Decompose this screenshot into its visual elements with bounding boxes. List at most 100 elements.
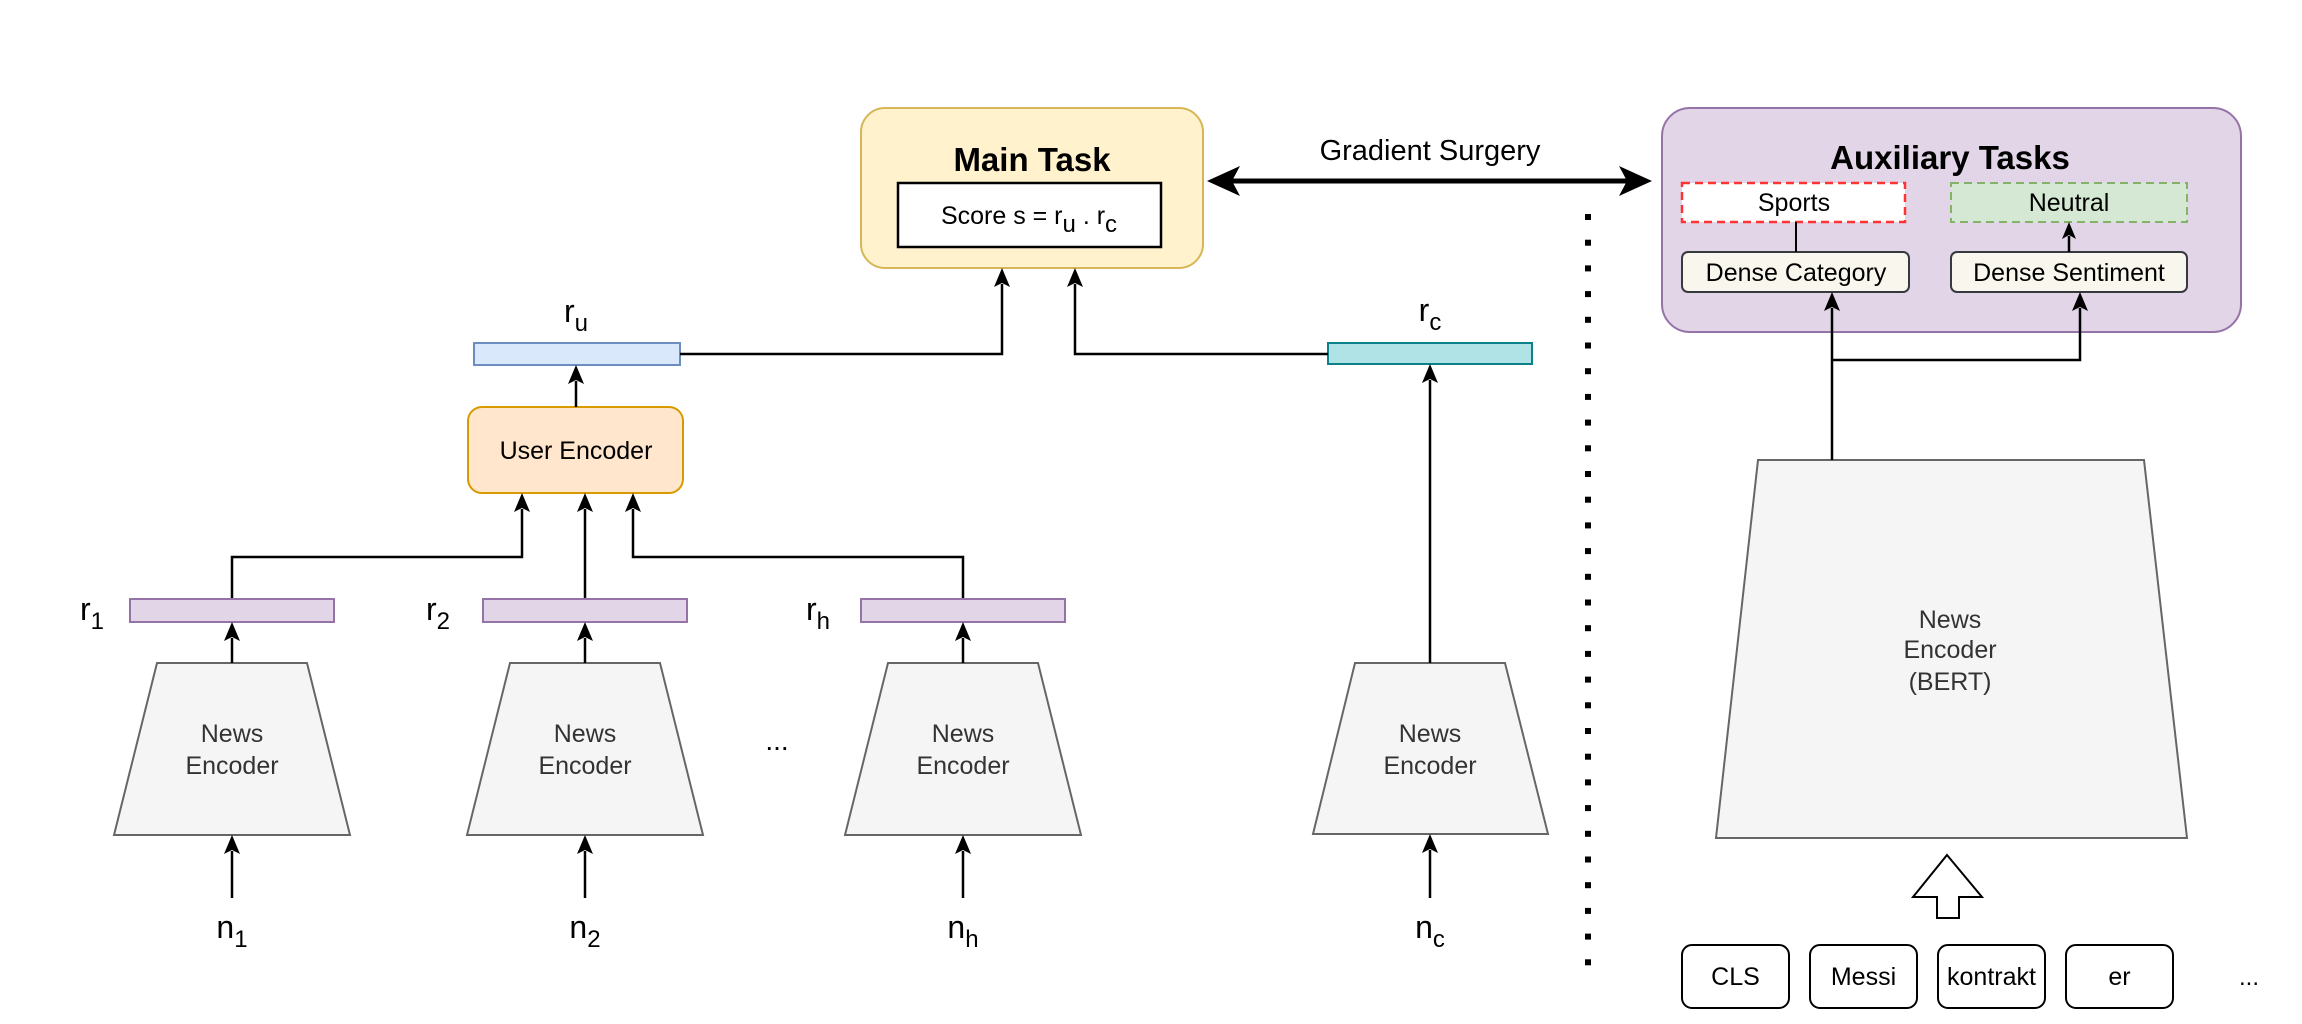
category-output-label: Sports xyxy=(1758,189,1830,217)
token-box: Messi xyxy=(1809,944,1918,1009)
history-ellipsis: ... xyxy=(765,725,788,756)
history-vector-bar xyxy=(482,598,688,623)
encoder-label-line2: Encoder xyxy=(185,752,278,780)
history-input-label: n2 xyxy=(569,909,600,953)
token-label: Messi xyxy=(1831,963,1896,991)
encoder-label-line2: Encoder xyxy=(1383,752,1476,780)
separator-dot xyxy=(1585,882,1591,889)
token-sequence: CLS Messi kontrakt er xyxy=(1681,944,2174,1009)
history-vector-bar xyxy=(860,598,1066,623)
history-vector-label: r1 xyxy=(80,591,104,635)
separator-dot xyxy=(1585,419,1591,426)
encoder-shape xyxy=(843,662,1083,836)
encoder-shape xyxy=(465,662,705,836)
edge-candidate-encoder-to-vector xyxy=(1422,364,1438,663)
edge-bert-to-dense-category xyxy=(1824,292,1840,460)
separator-dot xyxy=(1585,368,1591,375)
history-input-label: n1 xyxy=(216,909,247,953)
dotted-separator xyxy=(1585,214,1591,966)
edge-user-to-main xyxy=(680,268,1010,356)
edge-rh-to-user-encoder xyxy=(625,493,965,599)
separator-dot xyxy=(1585,907,1591,914)
separator-dot xyxy=(1585,548,1591,555)
encoder-label-line2: Encoder xyxy=(916,752,1009,780)
token-label: er xyxy=(2108,963,2130,991)
separator-dot xyxy=(1585,933,1591,940)
score-formula: Score s = ru . rc xyxy=(941,202,1117,238)
separator-dot xyxy=(1585,753,1591,760)
edge-nc-to-encoder xyxy=(1422,834,1438,898)
separator-dot xyxy=(1585,573,1591,580)
separator-dot xyxy=(1585,342,1591,349)
history-input-label: nh xyxy=(947,909,978,953)
main-task-title: Main Task xyxy=(953,141,1111,178)
category-output-box xyxy=(1680,181,1907,224)
separator-dot xyxy=(1585,779,1591,786)
dense-sentiment-label: Dense Sentiment xyxy=(1973,259,2165,287)
edge-input-to-encoder xyxy=(577,835,593,898)
sentiment-output-box xyxy=(1950,182,2188,223)
bert-news-encoder: News Encoder (BERT) xyxy=(1714,459,2189,839)
edge-r1-to-user-encoder xyxy=(230,493,530,599)
token-box: CLS xyxy=(1681,944,1790,1009)
candidate-news-encoder: News Encoder xyxy=(1311,662,1550,835)
edge-r2-to-user-encoder xyxy=(577,493,593,599)
user-encoder-box: User Encoder xyxy=(467,406,684,494)
block-arrow-up-icon xyxy=(1910,853,1985,919)
edge-input-to-encoder xyxy=(955,835,971,898)
separator-dot xyxy=(1585,265,1591,272)
history-vector-label: rh xyxy=(806,591,830,635)
encoder-label-line1: News xyxy=(201,720,264,748)
separator-dot xyxy=(1585,471,1591,477)
auxiliary-tasks-box: Auxiliary Tasks Sports Neutral Dense Cat… xyxy=(1661,107,2242,333)
separator-dot xyxy=(1585,805,1591,812)
separator-dot xyxy=(1585,959,1591,966)
encoder-label-line1: News xyxy=(1399,720,1462,748)
dense-category-label: Dense Category xyxy=(1706,259,1887,287)
gradient-surgery-arrow: Gradient Surgery xyxy=(1207,135,1652,196)
history-vector-label: r2 xyxy=(426,591,450,635)
token-box: kontrakt xyxy=(1937,944,2046,1009)
separator-dot xyxy=(1585,522,1591,529)
edge-candidate-to-main xyxy=(1067,268,1328,356)
token-box: er xyxy=(2065,944,2174,1009)
user-vector-bar xyxy=(473,342,681,366)
edge-encoder-to-vector xyxy=(224,622,240,663)
candidate-input-label: nc xyxy=(1415,909,1445,953)
bert-label-line1: News xyxy=(1919,606,1982,634)
encoder-shape xyxy=(112,662,352,836)
separator-dot xyxy=(1585,291,1591,298)
main-task-box: Main Task Score s = ru . rc xyxy=(860,107,1204,269)
separator-dot xyxy=(1585,239,1591,246)
token-label: CLS xyxy=(1711,963,1760,991)
auxiliary-tasks-title: Auxiliary Tasks xyxy=(1830,139,2070,176)
encoder-label-line1: News xyxy=(554,720,617,748)
separator-dot xyxy=(1585,599,1591,606)
separator-dot xyxy=(1585,214,1591,220)
edge-encoder-to-vector xyxy=(577,622,593,663)
history-vector-bar xyxy=(129,598,335,623)
user-vector-label: ru xyxy=(564,293,588,337)
gradient-surgery-label: Gradient Surgery xyxy=(1320,135,1541,167)
separator-dot xyxy=(1585,728,1591,734)
tokens-ellipsis: ... xyxy=(2239,964,2259,991)
user-encoder-label: User Encoder xyxy=(500,437,653,465)
separator-dot xyxy=(1585,676,1591,683)
separator-dot xyxy=(1585,830,1591,837)
separator-dot xyxy=(1585,445,1591,452)
separator-dot xyxy=(1585,702,1591,709)
separator-dot xyxy=(1585,393,1591,400)
edge-encoder-to-vector xyxy=(955,622,971,663)
separator-dot xyxy=(1585,856,1591,863)
arrowhead-left-icon xyxy=(1207,166,1240,196)
arrowhead-right-icon xyxy=(1619,166,1652,196)
candidate-vector-bar xyxy=(1327,342,1533,365)
score-box xyxy=(896,181,1163,249)
edge-sentiment-head-to-output xyxy=(2062,222,2076,252)
history-encoders: NewsEncoderr1n1NewsEncoderr2n2NewsEncode… xyxy=(80,591,1083,953)
separator-dot xyxy=(1585,650,1591,657)
separator-dot xyxy=(1585,496,1591,503)
